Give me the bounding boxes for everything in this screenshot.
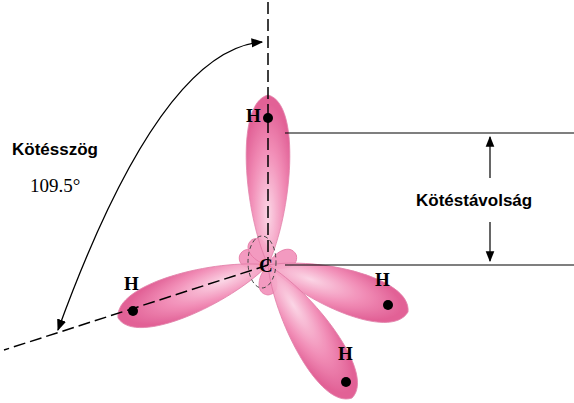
nucleus-dot [341, 377, 351, 387]
angle-value: 109.5° [30, 176, 80, 195]
axis-line [4, 265, 268, 350]
atom-label: H [375, 270, 390, 289]
nucleus-dot [383, 300, 393, 310]
axis-line [267, 2, 269, 265]
nucleus-dot [128, 306, 138, 316]
atom-label: H [124, 274, 139, 293]
orbital-lobe [111, 244, 276, 338]
dimension-arrow [489, 137, 490, 178]
dimension-arrow [489, 222, 490, 261]
dimension-line [285, 264, 574, 265]
atom-label: H [246, 106, 261, 125]
atom-label: H [338, 344, 353, 363]
atom-label: C [259, 256, 273, 275]
distance-label: Kötéstávolság [416, 192, 532, 209]
angle-label: Kötésszög [12, 141, 98, 158]
orbital-lobe [250, 253, 371, 403]
angle-arc [58, 42, 262, 330]
hidden-lobe-outline [248, 236, 276, 288]
nucleus-dot [263, 113, 273, 123]
dimension-line [285, 132, 574, 133]
